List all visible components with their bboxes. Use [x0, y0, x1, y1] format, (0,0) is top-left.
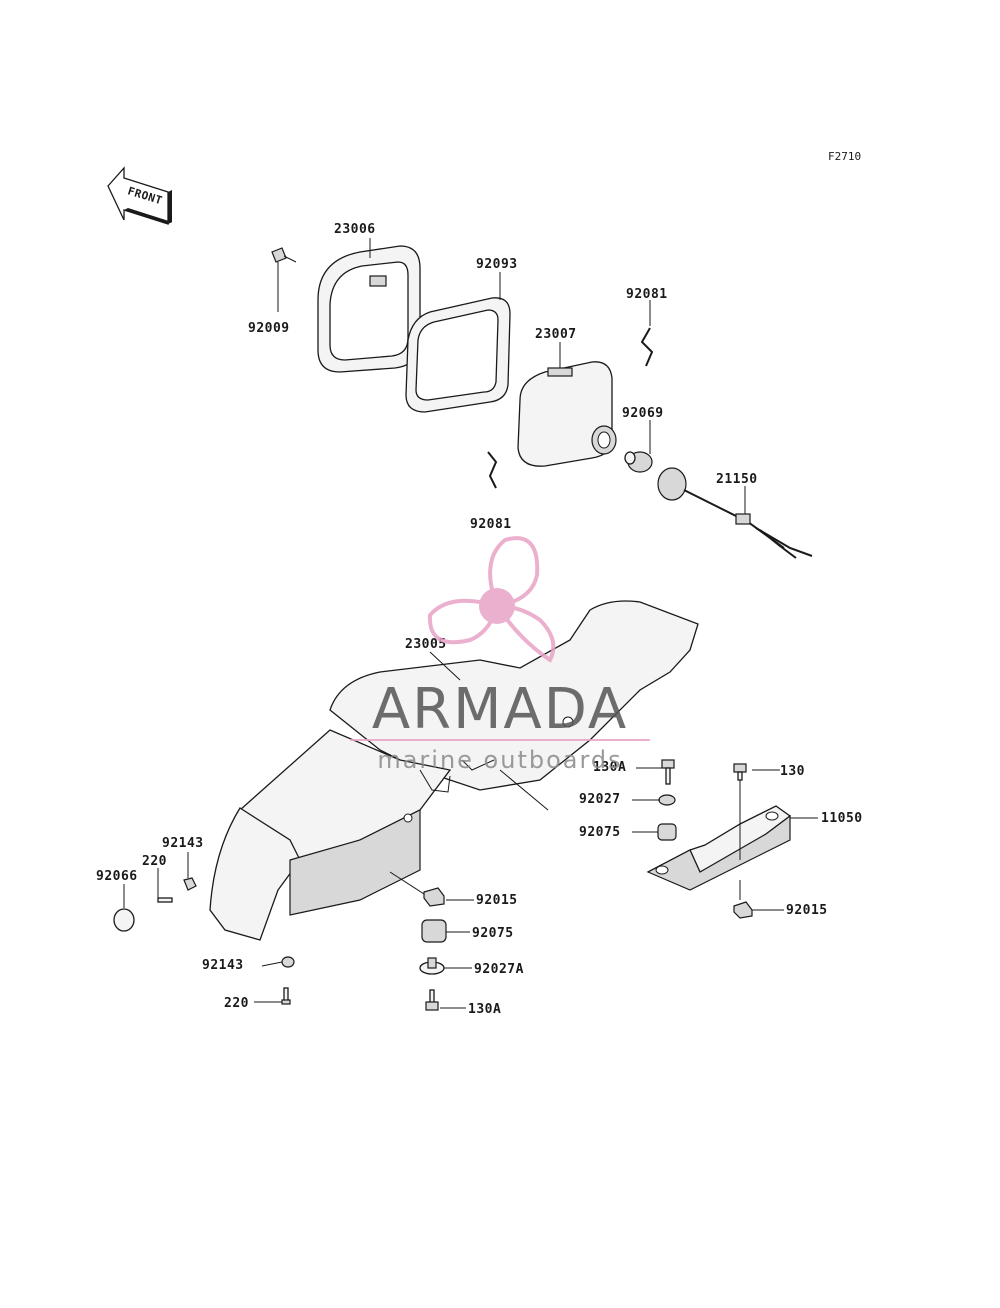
- spring-clip-top-92081: [640, 327, 654, 367]
- callout-11050: 11050: [821, 811, 863, 826]
- figure-code: F2710: [828, 150, 861, 163]
- callout-130A-top: 130A: [593, 760, 626, 775]
- screw-220-bottom: [281, 987, 291, 1005]
- front-arrow-icon: FRONT: [107, 166, 172, 225]
- callout-92015-right: 92015: [786, 903, 828, 918]
- damper-92075-right: [657, 823, 677, 841]
- grommet-92143-top: [183, 877, 197, 891]
- callout-92027A: 92027A: [474, 962, 524, 977]
- propeller-icon: [427, 536, 556, 663]
- screw-92009: [271, 247, 297, 312]
- callout-21150: 21150: [716, 472, 758, 487]
- front-cover-23005: [209, 600, 699, 941]
- watermark-tagline: marine outboards: [377, 746, 622, 774]
- callout-23007: 23007: [535, 327, 577, 342]
- screw-220-top: [157, 897, 173, 903]
- callout-92081-bottom: 92081: [470, 517, 512, 532]
- callout-220-bottom: 220: [224, 996, 249, 1011]
- cap-92066: [113, 908, 135, 932]
- callout-23006: 23006: [334, 222, 376, 237]
- callout-92075-bottom: 92075: [472, 926, 514, 941]
- callout-92015-mid: 92015: [476, 893, 518, 908]
- callout-92027: 92027: [579, 792, 621, 807]
- washer-92027: [658, 794, 676, 806]
- grommet-92143-bottom: [281, 956, 295, 968]
- bolt-130A-bottom: [425, 989, 439, 1011]
- callout-220-top: 220: [142, 854, 167, 869]
- bracket-11050: [646, 805, 792, 891]
- clip-92015-mid: [423, 887, 445, 907]
- watermark-brand: ARMADA: [372, 677, 628, 742]
- damper-92075-bottom: [421, 919, 447, 943]
- callout-92009: 92009: [248, 321, 290, 336]
- leader-lines: [123, 238, 818, 1009]
- headlight-housing-23007: [517, 361, 617, 467]
- collar-92027A: [419, 957, 445, 975]
- callout-130A-bottom: 130A: [468, 1002, 501, 1017]
- bolt-130A-top: [661, 759, 675, 785]
- callout-92069: 92069: [622, 406, 664, 421]
- callout-92081-top: 92081: [626, 287, 668, 302]
- socket-harness-21150: [657, 467, 813, 559]
- callout-92066: 92066: [96, 869, 138, 884]
- spring-clip-bottom-92081: [487, 451, 498, 489]
- callout-130: 130: [780, 764, 805, 779]
- callout-92143-bottom: 92143: [202, 958, 244, 973]
- gasket-92093: [405, 297, 511, 413]
- callout-92093: 92093: [476, 257, 518, 272]
- clip-92015-right: [733, 901, 753, 919]
- headlight-rim-23006: [317, 245, 421, 373]
- bulb-92069: [624, 451, 653, 473]
- callout-92143-top: 92143: [162, 836, 204, 851]
- callout-92075-right: 92075: [579, 825, 621, 840]
- bolt-130: [733, 763, 747, 781]
- watermark-logo: ARMADA marine outboards: [350, 536, 650, 774]
- callout-23005: 23005: [405, 637, 447, 652]
